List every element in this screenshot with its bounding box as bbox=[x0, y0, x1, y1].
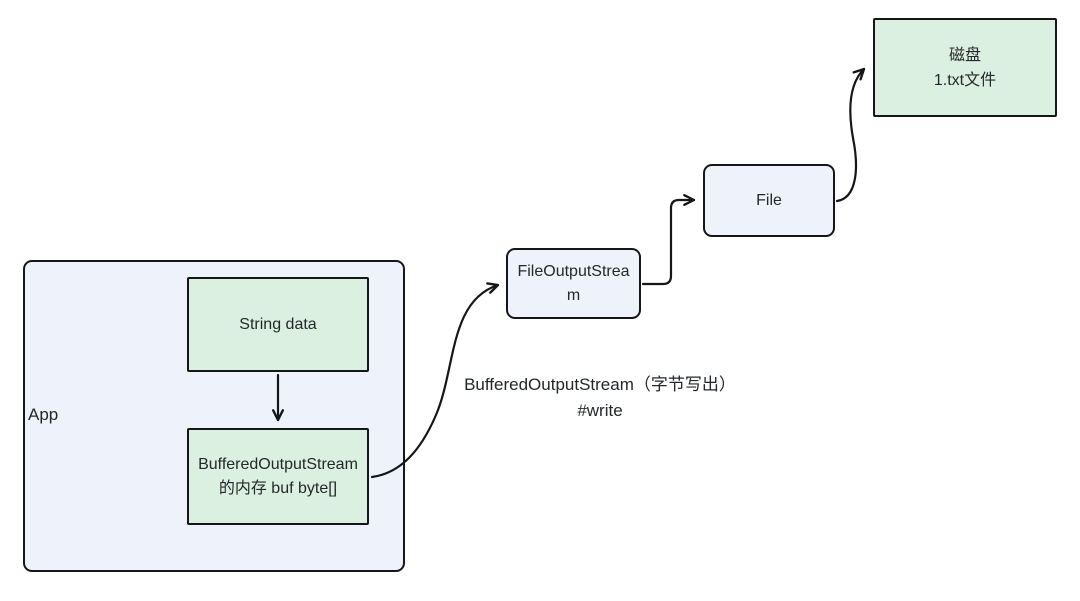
node-file-output-stream: FileOutputStream bbox=[506, 248, 641, 319]
arrow-file-to-disk bbox=[835, 67, 866, 203]
node-string-data-label: String data bbox=[239, 315, 317, 333]
node-file-output-stream-label: FileOutputStream bbox=[517, 262, 630, 304]
app-label: App bbox=[28, 405, 59, 424]
node-disk-label: 磁盘 1.txt文件 bbox=[934, 43, 996, 93]
node-buffered-memory-label: BufferedOutputStream的内存 buf byte[] bbox=[198, 455, 358, 497]
node-disk-line2: 1.txt文件 bbox=[933, 71, 997, 89]
annotation-buffered-write: BufferedOutputStream（字节写出） #write bbox=[430, 372, 770, 424]
node-disk-line1: 磁盘 bbox=[948, 46, 981, 64]
annotation-line2: #write bbox=[577, 401, 623, 420]
annotation-line1: BufferedOutputStream（字节写出） bbox=[464, 375, 736, 394]
node-string-data: String data bbox=[187, 277, 369, 372]
node-disk: 磁盘 1.txt文件 bbox=[873, 18, 1057, 117]
node-buffered-memory: BufferedOutputStream的内存 buf byte[] bbox=[187, 428, 369, 525]
arrow-fos-to-file bbox=[641, 193, 696, 286]
node-file: File bbox=[703, 164, 835, 237]
node-file-label: File bbox=[756, 191, 782, 209]
